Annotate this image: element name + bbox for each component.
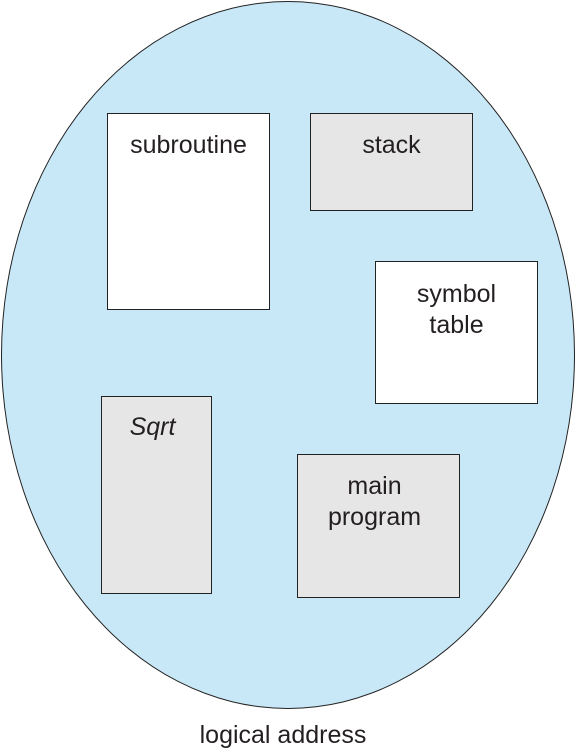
- segment-stack: stack: [310, 113, 473, 211]
- segment-subroutine-label: subroutine: [130, 131, 247, 159]
- segment-main-program: main program: [297, 454, 460, 598]
- segment-sqrt: Sqrt: [101, 396, 212, 594]
- segment-main-program-label: main program: [327, 472, 422, 531]
- segment-subroutine: subroutine: [107, 113, 270, 310]
- diagram-caption: logical address: [199, 721, 367, 749]
- segment-symbol-table: symbol table: [375, 261, 538, 404]
- segment-sqrt-label: Sqrt: [129, 413, 176, 441]
- segment-stack-label: stack: [362, 131, 421, 159]
- segment-symbol-table-label: symbol table: [416, 280, 497, 339]
